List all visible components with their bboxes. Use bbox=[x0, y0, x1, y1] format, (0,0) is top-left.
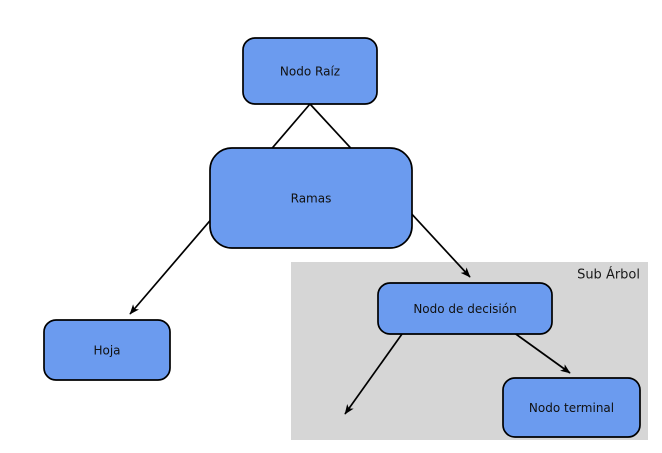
node-hoja[interactable]: Hoja bbox=[43, 319, 171, 381]
node-nodo-de-decision-shape[interactable] bbox=[377, 282, 553, 335]
node-nodo-terminal-shape[interactable] bbox=[502, 377, 641, 438]
edge-decision-to-unlabeled bbox=[344, 333, 403, 415]
node-nodo-de-decision[interactable]: Nodo de decisión bbox=[377, 282, 553, 335]
node-hoja-shape[interactable] bbox=[43, 319, 171, 381]
node-nodo-raiz-shape[interactable] bbox=[242, 37, 378, 105]
node-ramas-shape[interactable] bbox=[209, 147, 413, 249]
node-nodo-terminal[interactable]: Nodo terminal bbox=[502, 377, 641, 438]
edge-decision-to-terminal bbox=[512, 331, 571, 374]
node-ramas[interactable]: Ramas bbox=[209, 147, 413, 249]
node-nodo-raiz[interactable]: Nodo Raíz bbox=[242, 37, 378, 105]
